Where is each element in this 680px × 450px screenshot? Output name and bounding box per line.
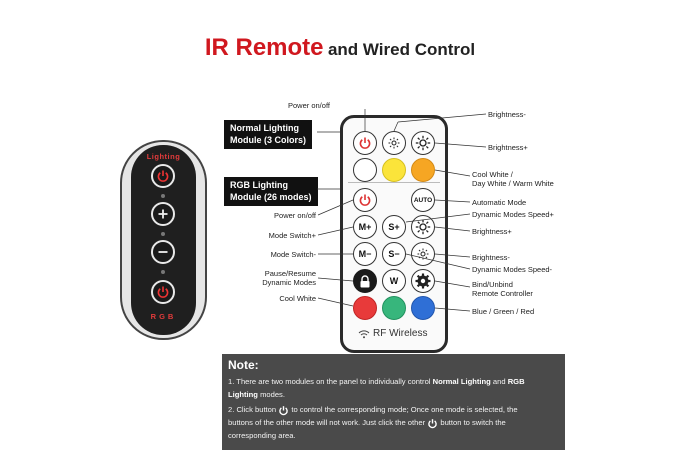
rgb-module-line1: RGB Lighting [230, 180, 288, 190]
power-icon [359, 137, 371, 149]
normal-power-button[interactable] [353, 131, 377, 155]
red-color-button[interactable] [353, 296, 377, 320]
note-paragraph-1: 1. There are two modules on the panel to… [228, 375, 562, 401]
sun-large-icon [415, 135, 431, 151]
callout-pause-line2: Dynamic Modes [262, 278, 316, 287]
green-color-button[interactable] [382, 296, 406, 320]
wired-minus-button[interactable] [151, 240, 175, 264]
auto-mode-button[interactable]: AUTO [411, 188, 435, 212]
sun-small-icon [388, 137, 400, 149]
note-bold: Normal Lighting [432, 377, 491, 386]
gear-icon [415, 273, 431, 289]
note-bold: RGB [507, 377, 525, 386]
note-text: and [490, 377, 508, 386]
callout-pause-line1: Pause/Resume [264, 269, 316, 278]
speed-plus-button[interactable]: S+ [382, 215, 406, 239]
note-paragraph-2: 2. Click button to control the correspon… [228, 403, 562, 442]
note-text: modes. [257, 390, 285, 399]
wired-plus-button[interactable] [151, 202, 175, 226]
power-icon [279, 405, 289, 415]
page-title: IR Remote and Wired Control [0, 34, 680, 62]
note-text: buttons of the other mode will not work.… [228, 418, 428, 427]
warm-white-button[interactable] [411, 158, 435, 182]
normal-brightness-up-button[interactable] [411, 131, 435, 155]
lock-icon [360, 274, 370, 287]
plus-icon [158, 209, 168, 219]
title-red: IR Remote [204, 34, 324, 61]
cool-white-button[interactable] [353, 158, 377, 182]
normal-lighting-module-label: Normal Lighting Module (3 Colors) [224, 120, 312, 149]
note-bold: Lighting [228, 390, 258, 399]
wired-indicator-dot [161, 194, 165, 198]
callout-dynamic-speed-plus: Dynamic Modes Speed+ [472, 210, 554, 219]
note-text: corresponding area. [228, 431, 296, 440]
callout-dynamic-speed-minus: Dynamic Modes Speed- [472, 265, 553, 274]
note-panel: Note: 1. There are two modules on the pa… [222, 354, 565, 450]
callout-bind-line2: Remote Controller [472, 289, 533, 298]
callout-rgb-colors: Blue / Green / Red [472, 307, 535, 316]
pause-resume-button[interactable] [353, 269, 377, 293]
note-text: button to switch the [438, 418, 506, 427]
wired-lighting-label: Lighting [146, 152, 181, 161]
mode-switch-minus-button[interactable]: M− [353, 242, 377, 266]
white-w-button[interactable]: W [382, 269, 406, 293]
minus-icon [158, 251, 168, 253]
power-icon [359, 194, 371, 206]
wired-rgb-label: RGB [150, 312, 177, 321]
rgb-lighting-module-label: RGB Lighting Module (26 modes) [224, 177, 318, 206]
callout-automatic-mode: Automatic Mode [472, 198, 527, 207]
rgb-module-line2: Module (26 modes) [230, 191, 312, 202]
mode-switch-plus-button[interactable]: M+ [353, 215, 377, 239]
normal-brightness-down-button[interactable] [382, 131, 406, 155]
wired-controller: Lighting RGB [120, 140, 207, 340]
rgb-power-button[interactable] [353, 188, 377, 212]
callout-brightness-minus-normal: Brightness- [488, 110, 526, 119]
callout-bind-line1: Bind/Unbind [472, 280, 513, 289]
callout-cool-white-rgb: Cool White [279, 294, 316, 303]
wired-rgb-power-button[interactable] [151, 280, 175, 304]
wired-lighting-power-button[interactable] [151, 164, 175, 188]
callout-brightness-minus-rgb: Brightness- [472, 253, 510, 262]
note-text: to control the corresponding mode; Once … [289, 405, 518, 414]
wired-indicator-dot [161, 270, 165, 274]
callout-power-rgb: Power on/off [274, 211, 316, 220]
sun-small-icon [417, 248, 429, 260]
normal-module-line2: Module (3 Colors) [230, 134, 306, 145]
bind-unbind-button[interactable] [411, 269, 435, 293]
blue-color-button[interactable] [411, 296, 435, 320]
note-title: Note: [228, 358, 259, 372]
power-icon [157, 286, 169, 298]
wifi-icon [358, 329, 370, 338]
callout-brightness-plus-normal: Brightness+ [488, 143, 528, 152]
note-text: 2. Click button [228, 405, 279, 414]
remote-divider [348, 182, 440, 183]
callout-cool-white-line2: Day White / Warm White [472, 179, 554, 188]
callout-cool-white-line1: Cool White / [472, 170, 513, 179]
rf-wireless-text: RF Wireless [373, 328, 428, 339]
normal-module-line1: Normal Lighting [230, 123, 299, 133]
rgb-brightness-up-button[interactable] [411, 215, 435, 239]
callout-mode-switch-plus: Mode Switch+ [268, 231, 316, 240]
callout-mode-switch-minus: Mode Switch- [270, 250, 316, 259]
day-white-button[interactable] [382, 158, 406, 182]
power-icon [428, 418, 438, 428]
callout-power-normal: Power on/off [288, 101, 330, 110]
rf-wireless-label: RF Wireless [358, 328, 427, 339]
callout-brightness-plus-rgb: Brightness+ [472, 227, 512, 236]
sun-large-icon [415, 219, 431, 235]
note-text: 1. There are two modules on the panel to… [228, 377, 433, 386]
wired-indicator-dot [161, 232, 165, 236]
speed-minus-button[interactable]: S− [382, 242, 406, 266]
title-black: and Wired Control [327, 40, 476, 59]
power-icon [157, 170, 169, 182]
rgb-brightness-down-button[interactable] [411, 242, 435, 266]
